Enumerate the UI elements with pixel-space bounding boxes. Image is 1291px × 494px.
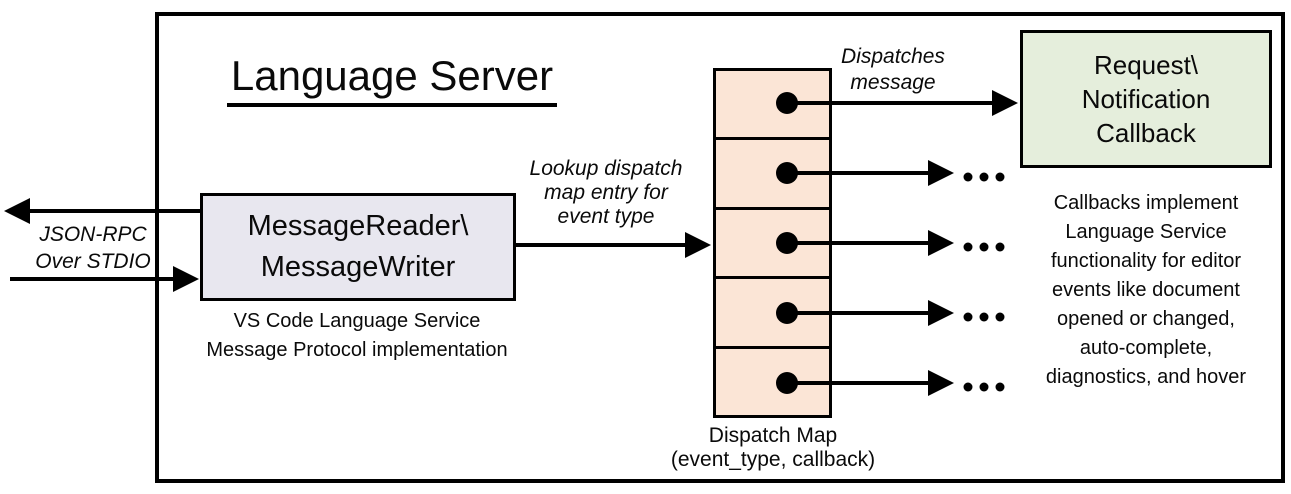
dispatch-map-caption: Dispatch Map (event_type, callback) xyxy=(670,424,876,471)
dispatch-map-cell-1 xyxy=(716,71,829,141)
dispatch-map-cell-5 xyxy=(716,348,829,416)
dispatch-map xyxy=(713,68,832,418)
stdio-transport-label: JSON-RPC Over STDIO xyxy=(35,223,151,273)
request-notification-callback-box: Request\ Notification Callback xyxy=(1020,30,1272,168)
callback-box-label: Request\ Notification Callback xyxy=(1081,50,1211,148)
dispatch-map-cell-4 xyxy=(716,279,829,349)
dispatches-message-label: Dispatches message xyxy=(841,45,945,94)
message-reader-label: MessageReader\ xyxy=(247,210,469,242)
language-server-boundary-box xyxy=(155,12,1285,483)
dispatch-map-cell-3 xyxy=(716,209,829,280)
dispatch-map-cell-2 xyxy=(716,140,829,210)
lookup-dispatch-label: Lookup dispatch map entry for event type xyxy=(529,157,683,228)
message-reader-writer-box: MessageReader\ MessageWriter xyxy=(200,193,516,301)
message-box-caption: VS Code Language Service Message Protoco… xyxy=(206,310,508,361)
message-writer-label: MessageWriter xyxy=(260,251,456,283)
diagram-title: Language Server xyxy=(172,52,612,107)
diagram-title-text: Language Server xyxy=(226,52,558,107)
callbacks-description: Callbacks implement Language Service fun… xyxy=(1045,192,1247,388)
